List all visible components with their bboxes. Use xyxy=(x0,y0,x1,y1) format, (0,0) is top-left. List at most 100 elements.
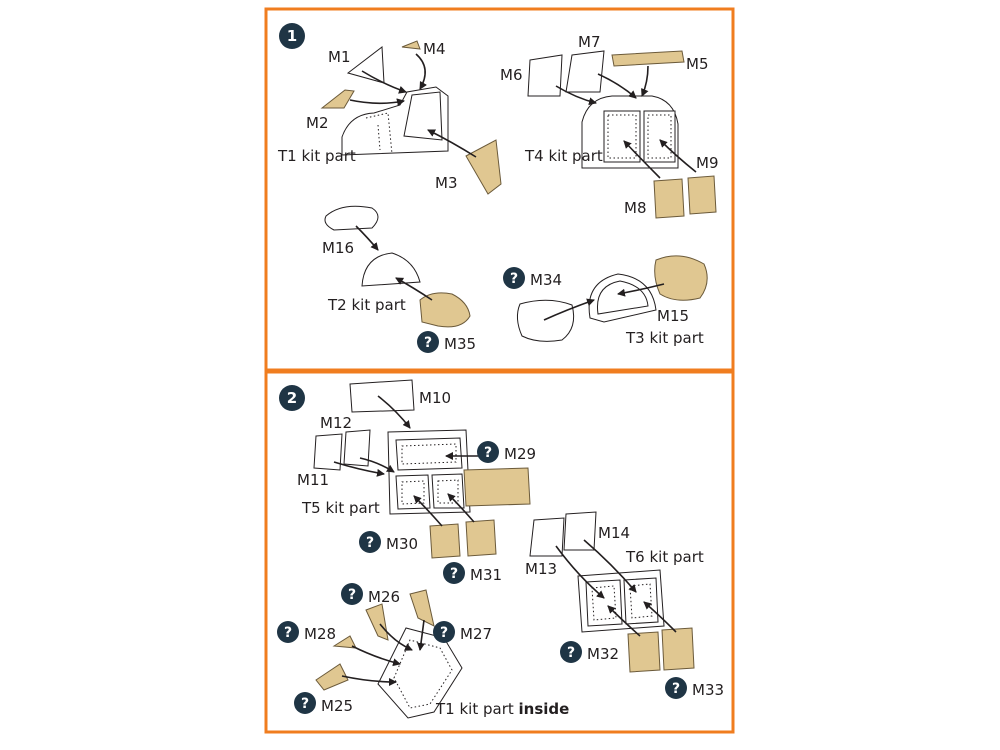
t2-canopy-group xyxy=(324,205,471,328)
optional-marker: ? xyxy=(672,681,680,697)
label-m26: M26 xyxy=(368,588,400,606)
label-m25: M25 xyxy=(321,697,353,715)
optional-badge-m28 xyxy=(277,621,299,643)
t1-rivets xyxy=(365,112,393,155)
mask-m12-shape xyxy=(343,429,371,467)
label-m8: M8 xyxy=(624,199,647,217)
mask-m5-shape xyxy=(611,50,685,67)
t4-window-right xyxy=(643,110,676,163)
t5-canopy-group xyxy=(313,379,531,559)
t1-inside-prefix: T1 kit part xyxy=(435,700,519,718)
t5-window-top xyxy=(395,437,463,471)
step-1-panel xyxy=(264,7,735,372)
t2-kit-part-shape xyxy=(361,252,421,287)
optional-marker: ? xyxy=(301,696,309,712)
optional-marker: ? xyxy=(484,445,492,461)
mask-m15-shape xyxy=(654,255,708,301)
label-m31: M31 xyxy=(470,566,502,584)
optional-badge-m26 xyxy=(341,583,363,605)
t1-inside-kit-part-shape xyxy=(377,627,463,719)
step-1-number: 1 xyxy=(287,27,297,45)
label-t1-kit-part: T1 kit part xyxy=(277,147,356,165)
step-2-badge xyxy=(279,385,305,411)
label-m34: M34 xyxy=(530,271,562,289)
label-m9: M9 xyxy=(696,154,719,172)
t4-window-left xyxy=(603,110,641,163)
optional-marker: ? xyxy=(450,566,458,582)
label-m13: M13 xyxy=(525,560,557,578)
label-m32: M32 xyxy=(587,645,619,663)
label-m30: M30 xyxy=(386,535,418,553)
optional-badge-m35 xyxy=(417,331,439,353)
label-m3: M3 xyxy=(435,174,458,192)
label-m16: M16 xyxy=(322,239,354,257)
step-2-panel xyxy=(264,370,735,734)
mask-m16-shape xyxy=(324,205,379,231)
optional-badge-m33 xyxy=(665,677,687,699)
label-m15: M15 xyxy=(657,307,689,325)
step-1-badge xyxy=(279,23,305,49)
optional-badge-m31 xyxy=(443,562,465,584)
optional-marker: ? xyxy=(348,587,356,603)
label-m33: M33 xyxy=(692,681,724,699)
mask-m34-shape xyxy=(516,299,575,342)
label-t5-kit-part: T5 kit part xyxy=(301,499,380,517)
mask-m1-shape xyxy=(346,46,385,84)
mask-m7-shape xyxy=(565,50,605,93)
optional-marker: ? xyxy=(510,271,518,287)
mask-m33-shape xyxy=(661,627,695,671)
mask-m29-shape xyxy=(463,467,531,507)
mask-m28-shape xyxy=(332,635,357,649)
label-m5: M5 xyxy=(686,55,709,73)
t1-inside-group xyxy=(315,589,463,719)
mask-m8-shape xyxy=(653,178,685,219)
t1-window xyxy=(403,91,443,141)
mask-m27-shape xyxy=(409,589,435,627)
mask-m30-shape xyxy=(429,523,461,559)
label-m14: M14 xyxy=(598,524,630,542)
label-m12: M12 xyxy=(320,414,352,432)
optional-badge-m32 xyxy=(560,641,582,663)
label-t2-kit-part: T2 kit part xyxy=(327,296,406,314)
t1-canopy-group xyxy=(320,40,502,195)
mask-m3-shape xyxy=(465,139,502,195)
optional-marker: ? xyxy=(440,625,448,641)
mask-m4-shape xyxy=(401,40,421,50)
mask-m14-shape xyxy=(563,511,597,551)
t6-window-left xyxy=(585,579,623,627)
label-m7: M7 xyxy=(578,33,601,51)
optional-marker: ? xyxy=(284,625,292,641)
label-m4: M4 xyxy=(423,40,446,58)
label-t4-kit-part: T4 kit part xyxy=(524,147,603,165)
mask-m2-shape xyxy=(320,89,355,109)
t6-canopy-group xyxy=(529,511,695,673)
t3-window xyxy=(596,280,649,315)
label-t1-kit-part-inside: T1 kit part inside xyxy=(435,700,569,718)
label-m1: M1 xyxy=(328,48,351,66)
optional-badge-m34 xyxy=(503,267,525,289)
label-m35: M35 xyxy=(444,335,476,353)
label-t6-kit-part: T6 kit part xyxy=(625,548,704,566)
label-m11: M11 xyxy=(297,471,329,489)
t1-inside-emphasis: inside xyxy=(519,700,570,718)
t5-window-right xyxy=(431,473,465,509)
label-m10: M10 xyxy=(419,389,451,407)
mask-m32-shape xyxy=(627,631,661,673)
mask-m11-shape xyxy=(313,433,343,471)
mask-m31-shape xyxy=(465,519,497,557)
optional-marker: ? xyxy=(567,645,575,661)
t5-window-left xyxy=(395,474,431,510)
optional-badge-m27 xyxy=(433,621,455,643)
mask-m25-shape xyxy=(315,663,349,691)
mask-m26-shape xyxy=(365,603,389,641)
t4-canopy-group xyxy=(527,50,717,219)
mask-m6-shape xyxy=(527,54,563,97)
step-2-number: 2 xyxy=(287,389,297,407)
label-m27: M27 xyxy=(460,625,492,643)
optional-marker: ? xyxy=(424,335,432,351)
label-t3-kit-part: T3 kit part xyxy=(625,329,704,347)
label-m29: M29 xyxy=(504,445,536,463)
mask-m10-shape xyxy=(349,379,415,413)
optional-badge-m29 xyxy=(477,441,499,463)
label-m6: M6 xyxy=(500,66,523,84)
